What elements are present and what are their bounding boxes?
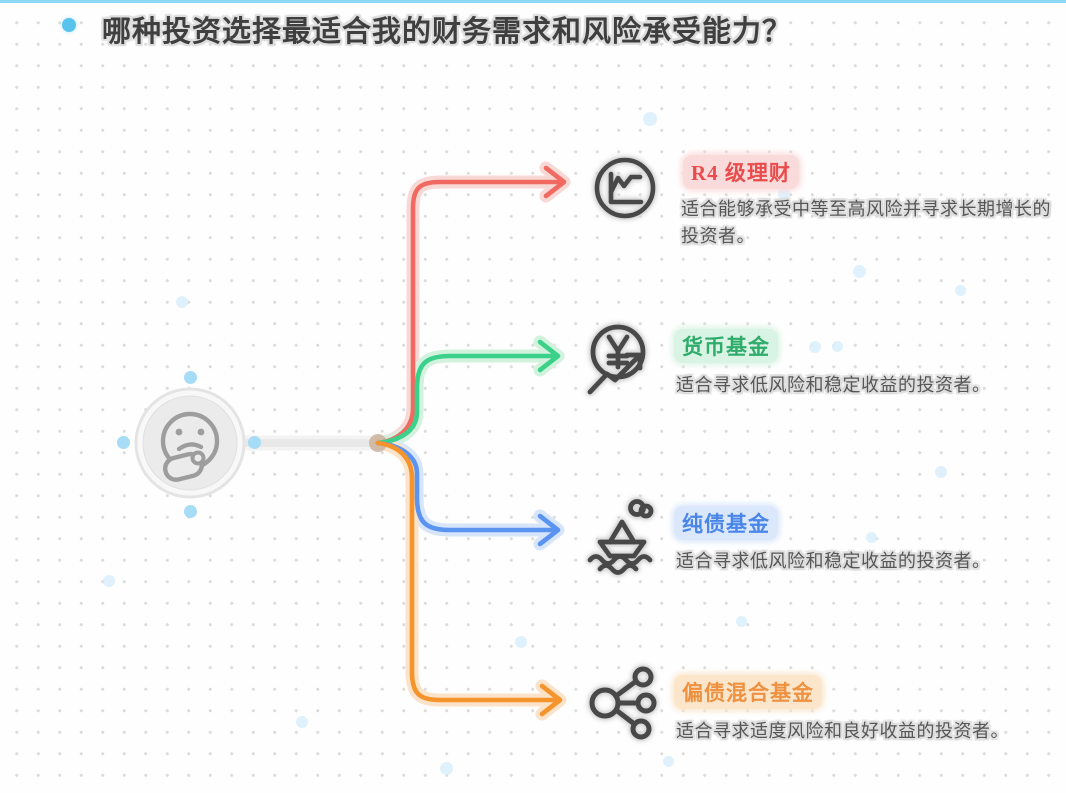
branch-description-r4: 适合能够承受中等至高风险并寻求长期增长的投资者。	[681, 199, 1051, 246]
node-handle-left[interactable]	[117, 436, 130, 449]
title-bullet-icon	[62, 18, 76, 32]
accent-dot	[935, 466, 947, 478]
accent-dot	[809, 341, 821, 353]
node-handle-top[interactable]	[184, 371, 197, 384]
branch-label-r4[interactable]: R4 级理财	[683, 155, 799, 189]
branch-label-bond-hybrid[interactable]: 偏债混合基金	[674, 675, 822, 709]
accent-dot	[643, 112, 657, 126]
center-node-thinking[interactable]	[132, 385, 248, 501]
node-handle-right[interactable]	[248, 436, 261, 449]
accent-dot	[176, 296, 188, 308]
title-row: 哪种投资选择最适合我的财务需求和风险承受能力？	[62, 8, 792, 50]
accent-dot	[866, 532, 877, 543]
branch-description-money-fund: 适合寻求低风险和稳定收益的投资者。	[676, 375, 991, 395]
top-border	[0, 0, 1066, 3]
branch-label-money-fund[interactable]: 货币基金	[674, 329, 778, 363]
accent-dot	[955, 285, 966, 296]
accent-dot	[832, 341, 843, 352]
accent-dot	[515, 636, 527, 648]
accent-dot	[853, 265, 866, 278]
branch-label-pure-bond[interactable]: 纯债基金	[674, 506, 778, 540]
accent-dot	[103, 575, 115, 587]
accent-dot	[296, 716, 308, 728]
branch-description-bond-hybrid: 适合寻求适度风险和良好收益的投资者。	[676, 721, 1009, 741]
share-network-icon	[589, 666, 657, 740]
line-chart-circle-icon	[594, 157, 656, 219]
accent-dot	[736, 616, 747, 627]
branch-description-pure-bond: 适合寻求低风险和稳定收益的投资者。	[676, 551, 991, 571]
accent-dot	[440, 762, 453, 775]
page-title: 哪种投资选择最适合我的财务需求和风险承受能力？	[102, 16, 793, 48]
thinking-face-icon	[134, 387, 246, 499]
yen-trend-icon	[587, 324, 646, 395]
paper-boat-icon	[587, 499, 654, 575]
node-handle-bottom[interactable]	[184, 505, 197, 518]
accent-dot	[663, 756, 674, 767]
